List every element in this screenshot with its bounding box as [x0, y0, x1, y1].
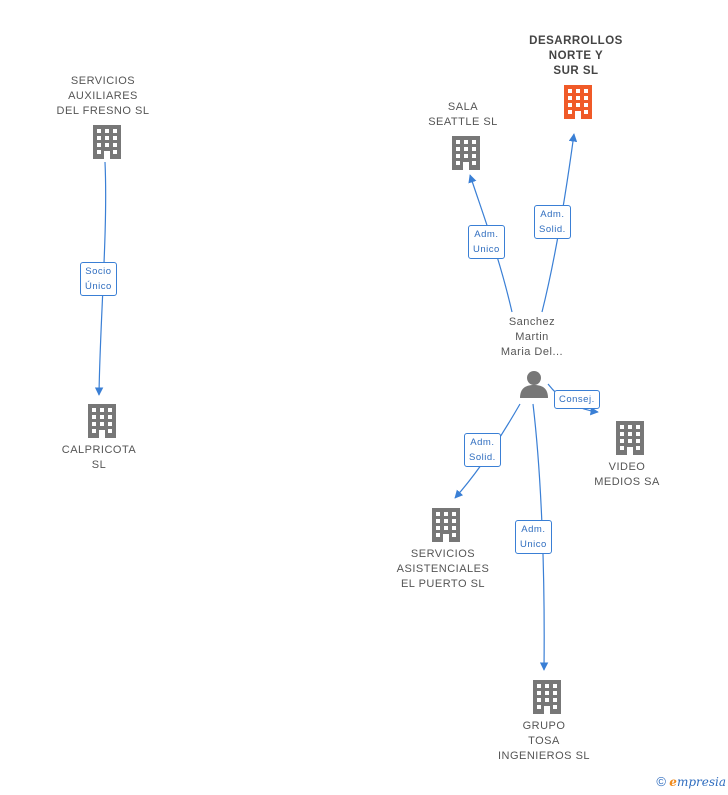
node-label-calpricota[interactable]: CALPRICOTA SL: [61, 444, 137, 471]
brand-initial: e: [669, 775, 677, 789]
building-icon[interactable]: [616, 421, 644, 455]
node-label-servicios-auxiliares[interactable]: SERVICIOS AUXILIARES DEL FRESNO SL: [56, 75, 150, 117]
node-label-sala-seattle[interactable]: SALA SEATTLE SL: [428, 101, 498, 128]
building-icon[interactable]: [432, 508, 460, 542]
person-icon[interactable]: [520, 371, 548, 398]
edge-label-adm-unico-sala: Adm. Unico: [468, 225, 505, 259]
brand-footer: © empresia: [656, 774, 726, 789]
node-label-servicios-asistenciales[interactable]: SERVICIOS ASISTENCIALES EL PUERTO SL: [396, 548, 490, 590]
copyright-symbol: ©: [656, 774, 666, 789]
edge-label-consej-video: Consej.: [554, 390, 600, 409]
edge-label-adm-solid-asistenciales: Adm. Solid.: [464, 433, 501, 467]
building-icon[interactable]: [452, 136, 480, 170]
brand-name: mpresia: [676, 775, 726, 789]
node-label-desarrollos[interactable]: DESARROLLOS NORTE Y SUR SL: [529, 35, 623, 77]
building-icon[interactable]: [564, 85, 592, 119]
edge-label-adm-solid-desarrollos: Adm. Solid.: [534, 205, 571, 239]
building-icon[interactable]: [88, 404, 116, 438]
node-label-grupo-tosa[interactable]: GRUPO TOSA INGENIEROS SL: [497, 720, 591, 762]
edge-label-adm-unico-tosa: Adm. Unico: [515, 520, 552, 554]
building-icon[interactable]: [93, 125, 121, 159]
node-label-video-medios[interactable]: VIDEO MEDIOS SA: [594, 461, 660, 488]
building-icon[interactable]: [533, 680, 561, 714]
edge-label-socio-unico: Socio Único: [80, 262, 117, 296]
node-label-sanchez[interactable]: Sanchez Martin Maria Del...: [500, 316, 564, 358]
